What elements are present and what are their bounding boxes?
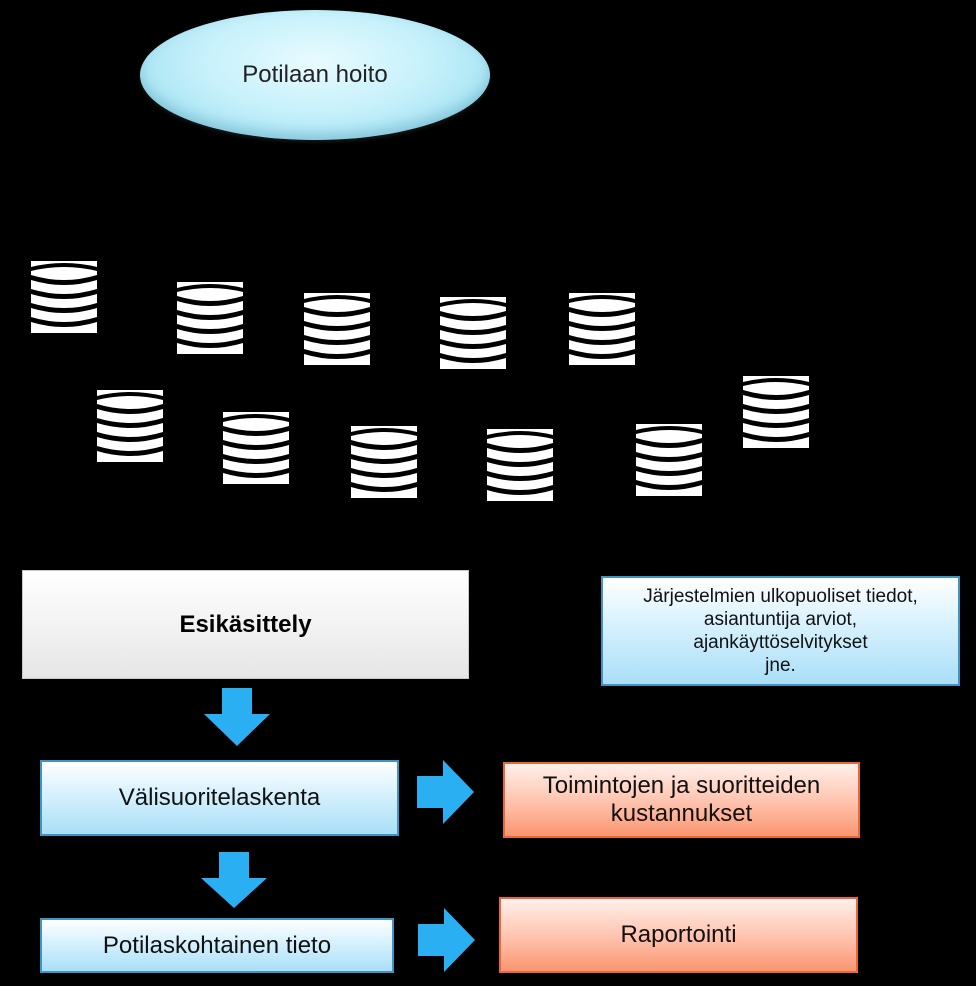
reporting-label: Raportointi [620, 921, 737, 948]
preprocessing-label: Esikäsittely [179, 610, 312, 638]
database-icon [304, 293, 370, 365]
patient-care-label: Potilaan hoito [242, 61, 388, 88]
external-data-node: Järjestelmien ulkopuoliset tiedot, asian… [601, 576, 960, 686]
costs-line: kustannukset [610, 800, 753, 827]
patient-data-label: Potilaskohtainen tieto [102, 931, 332, 959]
down-arrow-icon [201, 852, 267, 908]
external-data-line: Järjestelmien ulkopuoliset tiedot, [643, 586, 918, 607]
reporting-node: Raportointi [499, 897, 858, 973]
database-icon [440, 297, 506, 369]
database-icon [487, 429, 553, 501]
intermediate-calc-node: Välisuoritelaskenta [40, 760, 399, 836]
patient-data-node: Potilaskohtainen tieto [40, 918, 394, 973]
database-icon [31, 261, 97, 333]
right-arrow-icon [418, 908, 475, 972]
database-icon [97, 390, 163, 462]
database-icon [177, 282, 243, 354]
database-icon [636, 424, 702, 496]
database-icon [743, 376, 809, 448]
costs-line: Toimintojen ja suoritteiden [542, 772, 821, 799]
external-data-line: jne. [765, 655, 796, 676]
right-arrow-icon [417, 760, 474, 824]
down-arrow-icon [204, 688, 270, 746]
external-data-line: ajankäyttöselvitykset [693, 632, 868, 653]
patient-care-node: Potilaan hoito [140, 10, 490, 140]
costs-node: Toimintojen ja suoritteiden kustannukset [503, 762, 860, 838]
database-icon [569, 293, 635, 365]
database-icon [223, 412, 289, 484]
intermediate-calc-label: Välisuoritelaskenta [118, 784, 321, 811]
preprocessing-node: Esikäsittely [22, 570, 469, 679]
external-data-line: asiantuntija arviot, [703, 609, 858, 630]
database-icon [351, 426, 417, 498]
